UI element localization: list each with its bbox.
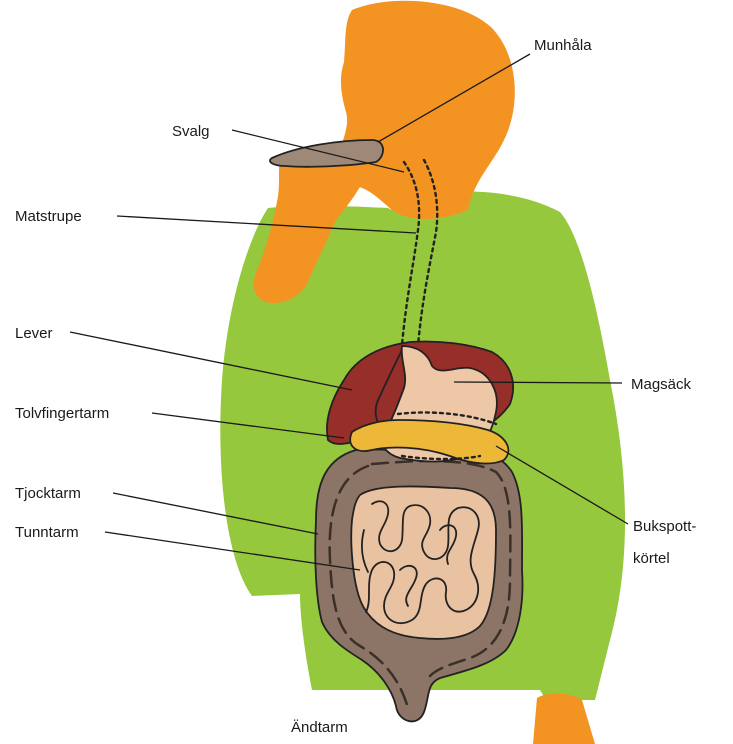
label-bukspott-1: Bukspott- [633,518,696,535]
label-tunntarm: Tunntarm [15,524,79,541]
label-lever: Lever [15,325,53,342]
label-andtarm: Ändtarm [291,719,348,736]
label-svalg: Svalg [172,123,210,140]
label-bukspott-2: körtel [633,550,670,567]
label-matstrupe: Matstrupe [15,208,82,225]
label-munhala: Munhåla [534,37,592,54]
small-intestine [351,486,496,639]
head-silhouette [339,1,515,219]
label-tjocktarm: Tjocktarm [15,485,81,502]
label-tolvfingertarm: Tolvfingertarm [15,405,109,422]
right-hand [533,694,595,744]
label-magsack: Magsäck [631,376,692,393]
